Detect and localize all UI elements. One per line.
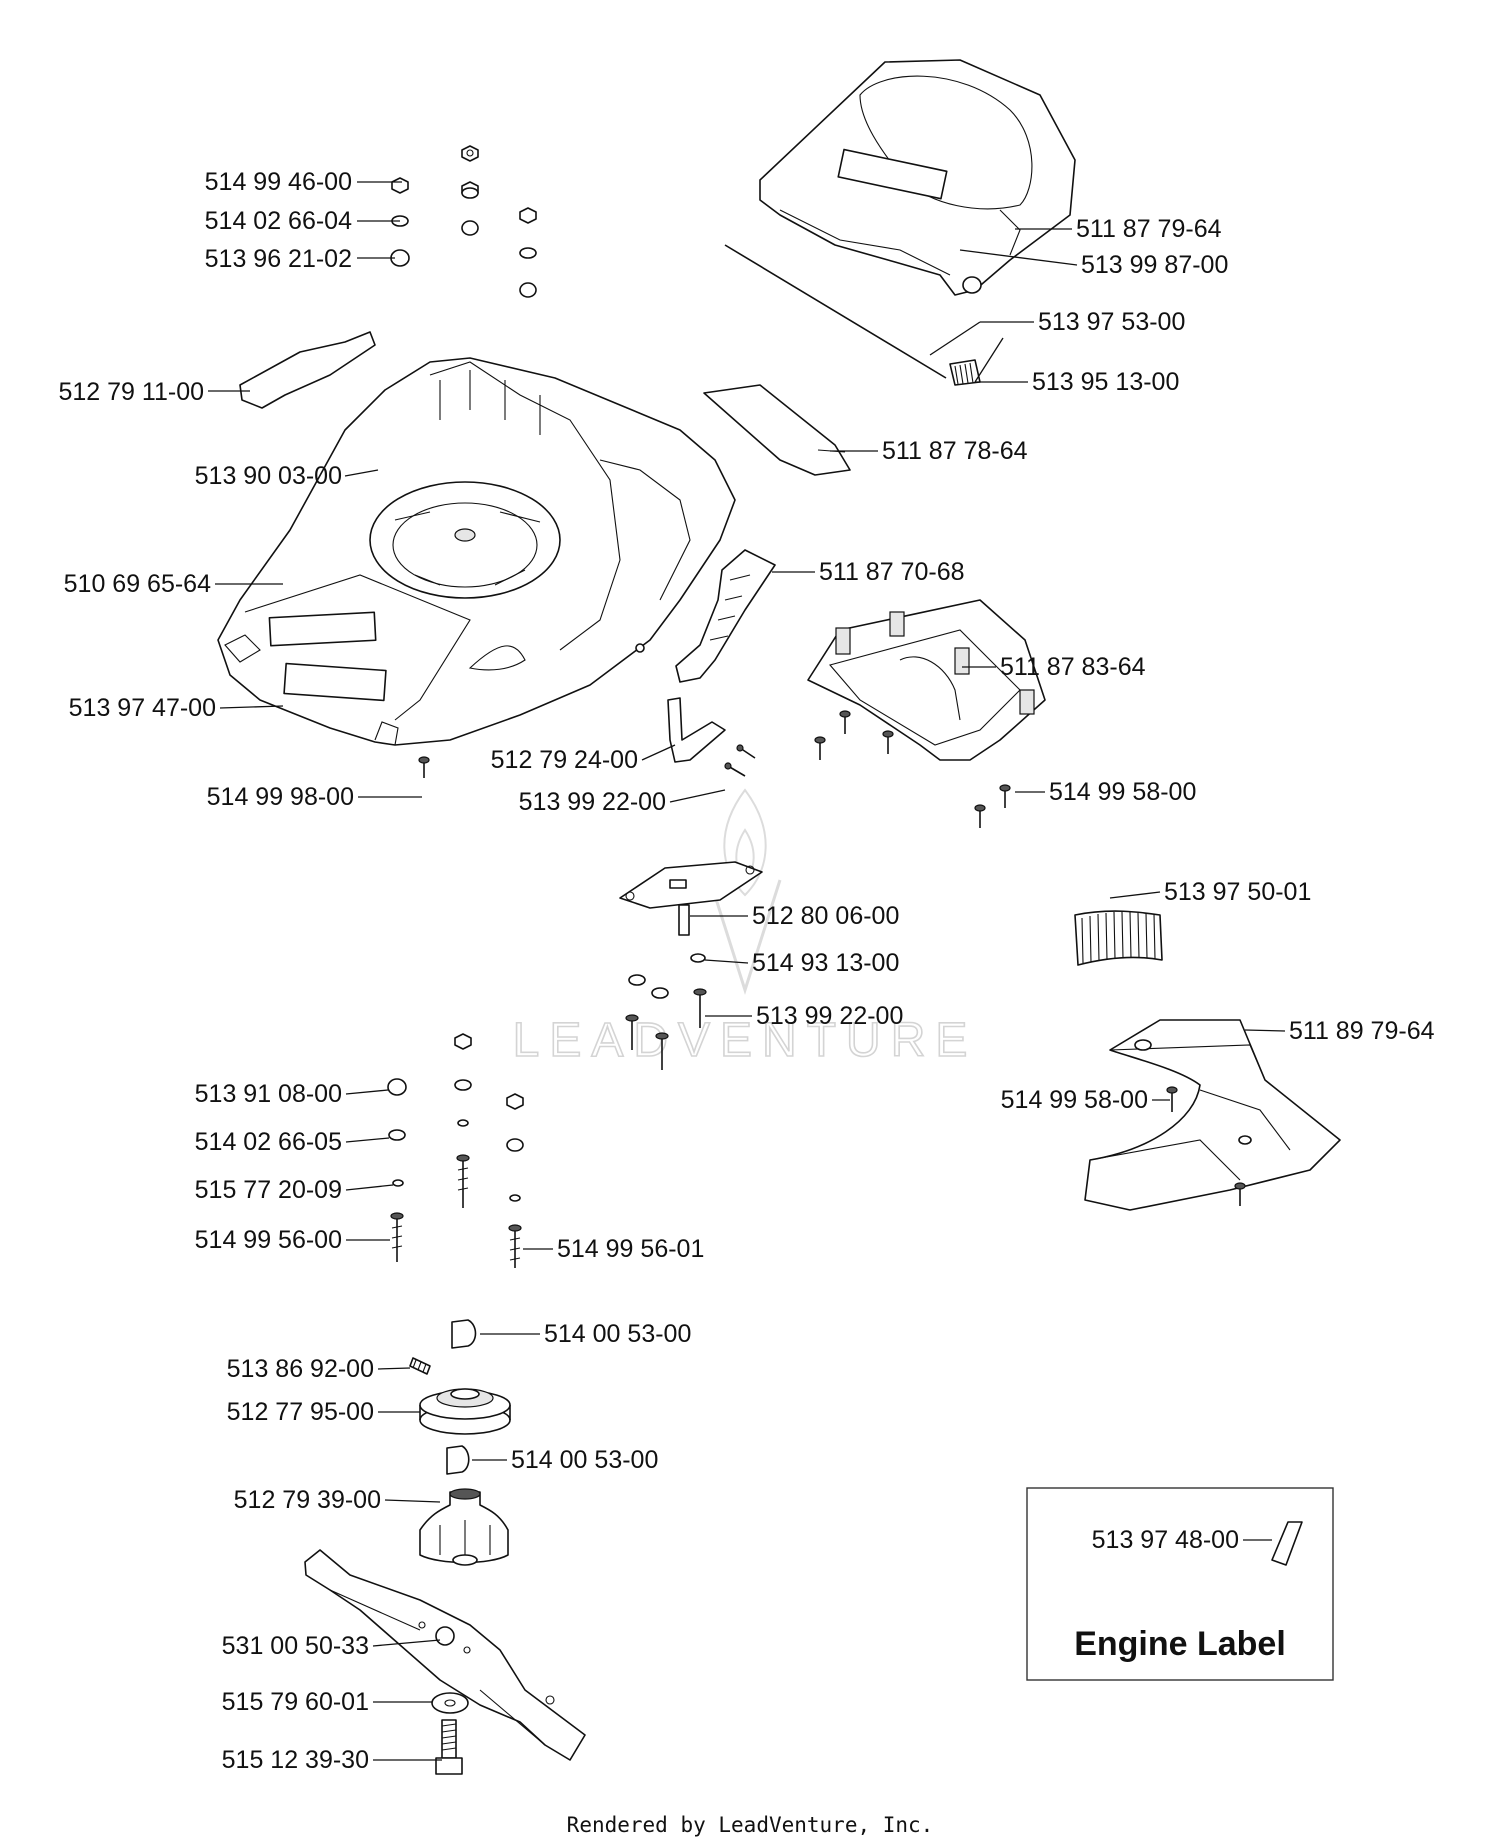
hinge-rod [724,244,947,379]
part-label: 512 77 95-00 [227,1398,374,1426]
deck-screw [418,756,430,778]
part-label: 513 97 53-00 [1038,308,1185,336]
part-label: 513 97 47-00 [69,694,216,722]
blade-shield [1084,1019,1341,1211]
drive-key-lower [446,1445,470,1475]
part-label: 513 86 92-00 [227,1355,374,1383]
center-hardware [625,953,707,1070]
watermark-text: LEADVENTURE [513,1014,978,1067]
part-label: 513 99 22-00 [756,1002,903,1030]
drive-key-upper [451,1319,477,1349]
part-label: 514 99 58-00 [1001,1086,1148,1114]
watermark: LEADVENTURE [512,788,978,1068]
part-label: 511 87 70-68 [819,558,965,586]
axle-hardware [454,1033,524,1268]
part-labels: 514 99 46-00 514 02 66-04 513 96 21-02 5… [59,168,1435,1774]
part-label: 512 80 06-00 [752,902,899,930]
part-label: 513 96 21-02 [205,245,352,273]
part-label: 514 93 13-00 [752,949,899,977]
rear-tray [807,599,1046,761]
blade-bolt [435,1719,463,1775]
left-hardware-items [387,1078,407,1262]
discharge-flap [703,384,851,476]
part-label: 515 79 60-01 [222,1688,369,1716]
hinge-bracket [667,697,756,777]
part-label: 514 02 66-05 [195,1128,342,1156]
baffle-plate [239,331,376,409]
leader-lines [208,181,1286,1761]
part-label: 513 95 13-00 [1032,368,1179,396]
rendered-by-credit: Rendered by LeadVenture, Inc. [567,1813,934,1837]
blade-adapter [419,1488,509,1566]
part-label: 514 00 53-00 [511,1446,658,1474]
part-label: 514 99 46-00 [205,168,352,196]
part-label: 515 12 39-30 [222,1746,369,1774]
part-label: 514 00 53-00 [544,1320,691,1348]
grass-catcher-cover [759,59,1076,296]
mount-plate [619,861,763,936]
part-label: 513 97 50-01 [1164,878,1311,906]
part-label: 512 79 39-00 [234,1486,381,1514]
part-label: 514 99 98-00 [207,783,354,811]
part-label: 512 79 11-00 [59,378,205,406]
sealing-brush [1074,910,1163,966]
mower-blade [304,1549,586,1761]
part-label: 513 97 48-00 [1092,1526,1239,1554]
engine-label-title: Engine Label [1074,1625,1286,1663]
part-label: 531 00 50-33 [222,1632,369,1660]
part-label: 515 77 20-09 [195,1176,342,1204]
part-label: 511 89 79-64 [1289,1017,1435,1045]
engine-label-box: Engine Label [1026,1487,1334,1681]
part-label: 513 99 87-00 [1081,251,1228,279]
part-label: 514 99 56-00 [195,1226,342,1254]
part-label: 512 79 24-00 [491,746,638,774]
drive-pulley [419,1388,511,1435]
top-hardware-column [390,145,537,298]
part-label: 514 02 66-04 [205,207,352,235]
part-label: 511 87 83-64 [1000,653,1146,681]
rear-skirt [675,549,776,683]
part-label: 513 90 03-00 [195,462,342,490]
part-label: 511 87 78-64 [882,437,1028,465]
blade-washer [431,1692,469,1714]
engine-label-decal [1271,1521,1303,1566]
part-label: 514 99 56-01 [557,1235,704,1263]
tray-screws [814,710,1011,828]
set-screw [409,1357,431,1375]
part-label: 514 99 58-00 [1049,778,1196,806]
part-label: 513 99 22-00 [519,788,666,816]
mower-deck [217,357,736,746]
part-label: 513 91 08-00 [195,1080,342,1108]
part-label: 511 87 79-64 [1076,215,1222,243]
part-label: 510 69 65-64 [64,570,211,598]
shield-screws [1166,1086,1246,1206]
